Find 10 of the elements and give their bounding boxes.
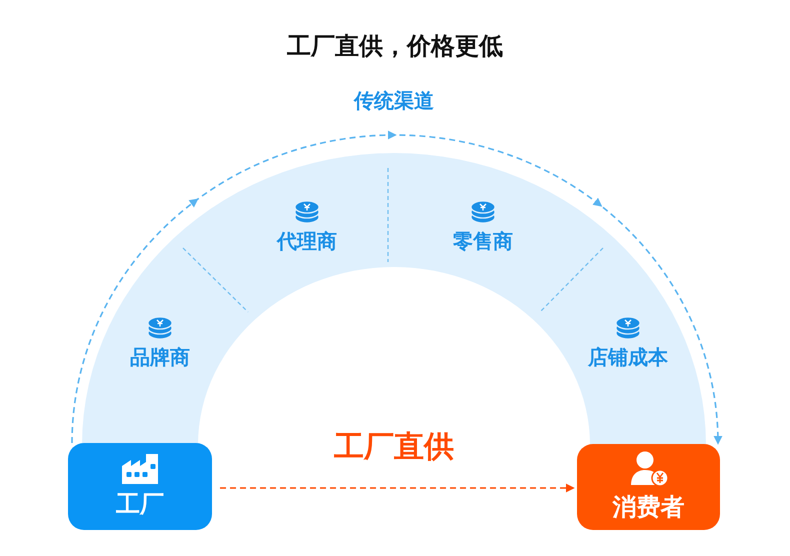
title: 工厂直供，价格更低	[286, 31, 504, 62]
factory-box	[68, 443, 212, 530]
arrow	[220, 484, 575, 492]
consumer-box	[577, 444, 720, 530]
node-label: 零售商	[453, 228, 513, 254]
node-label: 工厂	[116, 488, 164, 520]
node-label: 品牌商	[130, 344, 190, 370]
node-label: 店铺成本	[588, 344, 668, 370]
node-label: 消费者	[612, 492, 684, 523]
node-label: 代理商	[277, 228, 337, 254]
